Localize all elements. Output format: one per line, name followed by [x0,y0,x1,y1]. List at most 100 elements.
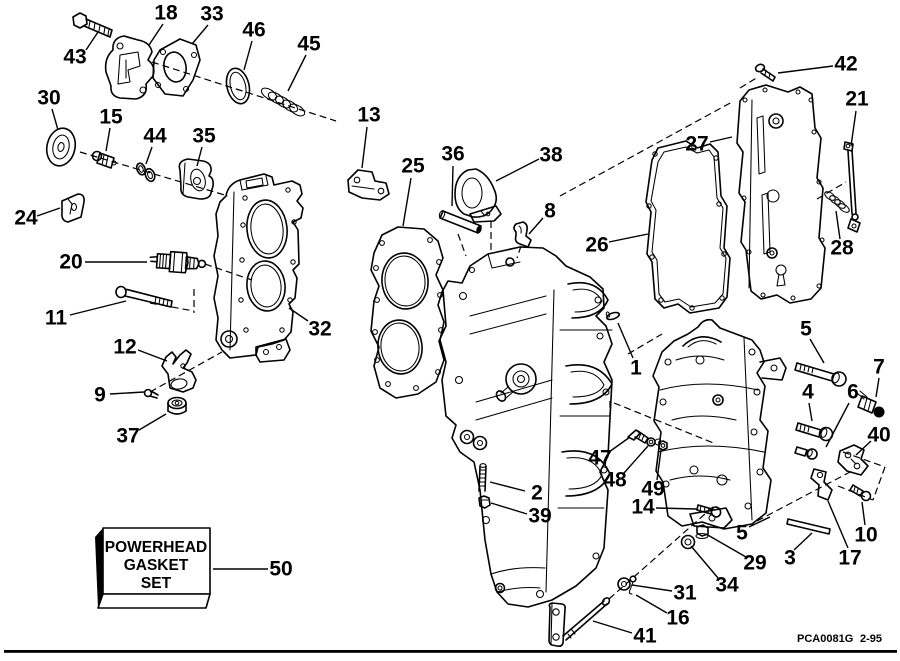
cap-35 [178,158,214,200]
leader-line-17 [827,500,849,549]
callout-6: 6 [847,381,859,404]
bushings-44 [135,162,156,183]
callout-9: 9 [94,384,106,407]
callout-24: 24 [14,207,38,230]
callout-7: 7 [873,356,885,379]
cylinder-head-32 [213,173,304,363]
gasket-box-line-3: SET [141,575,172,592]
exhaust-cover-27 [736,84,826,304]
box-front [102,527,211,595]
callout-34: 34 [715,574,739,597]
callout-31: 31 [673,582,697,605]
callout-28: 28 [830,237,854,260]
assembly-axes [79,61,886,600]
leader-line-18 [148,23,164,46]
drawing [45,12,886,647]
callout-41: 41 [633,625,657,648]
callout-5: 5 [800,318,812,341]
stud-2 [478,463,487,492]
sender-7 [856,390,885,418]
leader-line-36 [451,165,454,207]
leader-line-1 [617,322,634,359]
callout-12: 12 [113,336,136,359]
leader-line-7 [875,377,880,398]
leader-line-32 [288,307,309,322]
callout-38: 38 [539,144,563,167]
bolt-6 [794,446,818,460]
figure-revision: 2-95 [860,633,882,645]
callout-5: 5 [736,522,748,545]
leader-line-12 [137,349,168,362]
leader-line-13 [361,126,368,169]
exhaust-gasket-26 [645,140,731,314]
cylinder-block [437,246,613,608]
needle-valve-47 [627,429,649,444]
gasket-box-line-1: POWERHEAD [105,539,207,556]
leader-line-8 [528,217,544,235]
leader-line-40 [855,440,872,456]
fork-retainer-12 [161,349,197,393]
leader-line-28 [835,210,841,240]
callout-26: 26 [585,234,608,257]
leader-line-30 [51,108,59,131]
spring-28 [824,191,850,213]
callout-16: 16 [666,607,689,630]
leader-line-39 [490,502,528,515]
callout-11: 11 [45,307,68,330]
callout-39: 39 [528,505,551,528]
nut-29 [695,524,709,540]
leader-line-24 [36,207,61,217]
leader-line-38 [495,158,540,182]
leader-line-11 [69,300,127,316]
leader-line-21 [850,110,857,147]
callout-32: 32 [308,318,331,341]
callout-42: 42 [834,53,857,76]
leader-line-4 [808,402,813,422]
lever-17 [810,468,833,501]
washer-34 [680,534,696,550]
callout-43: 43 [63,46,86,69]
leader-line-33 [191,24,209,45]
callout-8: 8 [544,200,556,223]
leader-line-16 [635,594,668,614]
leader-line-25 [402,177,412,227]
link-41 [548,597,611,647]
callout-29: 29 [743,552,766,575]
bolt-5-upper [794,362,847,387]
leader-line-2 [489,481,526,492]
leader-line-42 [777,65,834,74]
leader-line-41 [592,620,633,634]
pin-16 [628,575,637,595]
callout-49: 49 [641,478,664,501]
callout-2: 2 [531,482,543,505]
crankcase [652,318,787,530]
leader-line-26 [608,233,649,243]
callout-48: 48 [603,469,627,492]
callout-46: 46 [242,19,265,42]
thermostat-gasket-33 [152,38,201,97]
dowel-pin-36 [438,210,482,234]
callout-36: 36 [441,143,464,166]
leader-line-45 [287,54,307,92]
bolt-11 [115,285,173,308]
callout-50: 50 [269,558,292,581]
leader-line-29 [705,533,747,558]
leader-line-6 [825,402,850,448]
elbow-fitting-8 [513,221,532,248]
callout-40: 40 [867,424,890,447]
leader-line-34 [690,545,719,579]
callout-25: 25 [401,155,425,178]
callout-45: 45 [297,33,321,56]
lifting-ring-38 [454,168,502,223]
leader-line-9 [109,391,145,395]
washer-48 [646,437,656,447]
head-gasket-25 [370,226,447,399]
screw-42 [754,63,776,82]
spark-plug-20 [149,250,207,274]
leader-line-43 [85,31,99,51]
hex-bolt-43 [72,12,113,38]
leader-line-49 [656,449,662,481]
leader-line-48 [623,445,649,474]
grommet-37 [167,396,187,415]
